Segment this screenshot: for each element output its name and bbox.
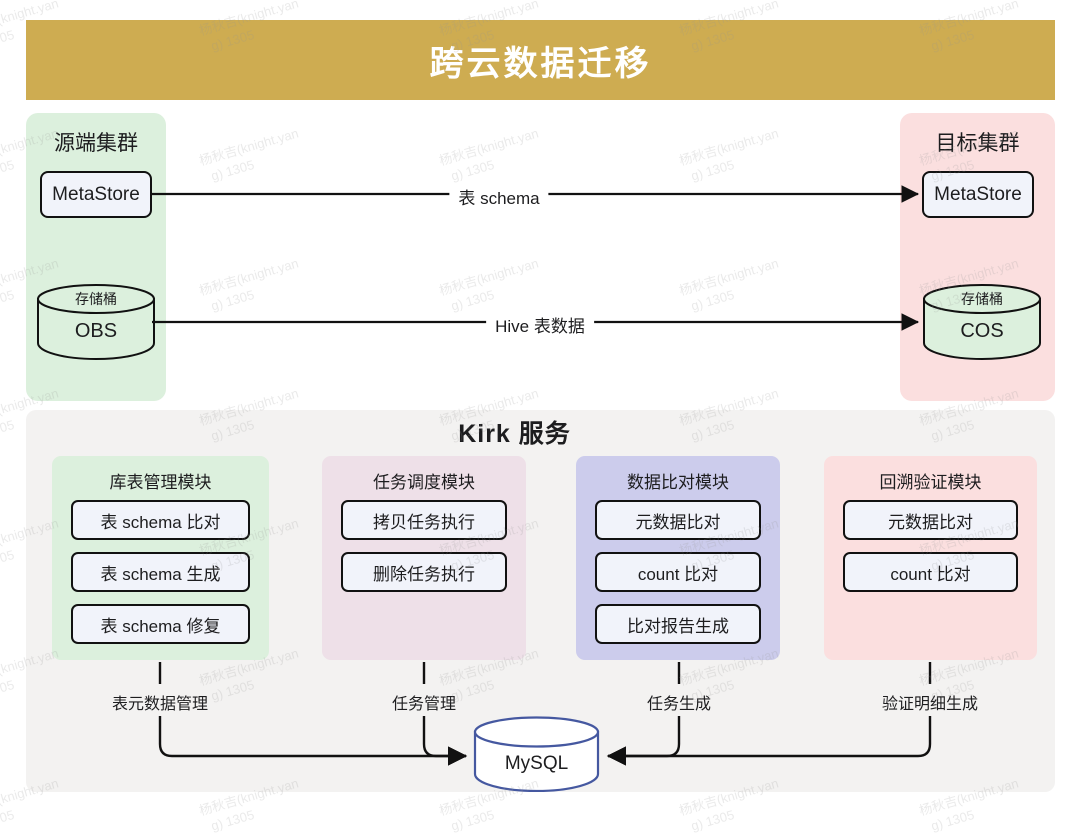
module-table-management[interactable]: 库表管理模块 表 schema 比对 表 schema 生成 表 schema …	[52, 456, 269, 660]
module-item[interactable]: 元数据比对	[595, 500, 761, 540]
target-metastore-label: MetaStore	[934, 183, 1022, 205]
mysql-database-label: MySQL	[504, 753, 569, 774]
module-traceback-validation[interactable]: 回溯验证模块 元数据比对 count 比对	[824, 456, 1037, 660]
mysql-database-node[interactable]: MySQL	[473, 716, 600, 793]
module-title: 任务调度模块	[373, 473, 475, 492]
module-item[interactable]: 比对报告生成	[595, 604, 761, 644]
module-data-comparison[interactable]: 数据比对模块 元数据比对 count 比对 比对报告生成	[576, 456, 780, 660]
module-item[interactable]: 元数据比对	[843, 500, 1018, 540]
target-bucket-node[interactable]: 存储桶 COS	[922, 283, 1042, 360]
module-item[interactable]: 表 schema 修复	[71, 604, 250, 644]
module-item[interactable]: count 比对	[595, 552, 761, 592]
target-metastore-node[interactable]: MetaStore	[922, 171, 1034, 218]
module-item[interactable]: 删除任务执行	[341, 552, 507, 592]
flow-label-schema: 表 schema	[449, 184, 549, 209]
module-title: 库表管理模块	[109, 473, 212, 492]
module-item[interactable]: 拷贝任务执行	[341, 500, 507, 540]
connector-label-task-generation: 任务生成	[646, 696, 712, 713]
module-item[interactable]: 表 schema 比对	[71, 500, 250, 540]
source-bucket-cap-label: 存储桶	[75, 291, 117, 307]
connector-label-validation-detail: 验证明细生成	[881, 696, 979, 713]
module-title: 数据比对模块	[627, 473, 729, 492]
module-db-connectors	[158, 662, 932, 766]
target-bucket-name: COS	[960, 320, 1004, 342]
module-title: 回溯验证模块	[879, 473, 982, 492]
module-item[interactable]: count 比对	[843, 552, 1018, 592]
kirk-service-title: Kirk 服务	[458, 420, 571, 448]
source-bucket-name: OBS	[74, 320, 118, 342]
flow-label-hive-data: Hive 表数据	[486, 312, 594, 337]
source-cluster-title: 源端集群	[54, 132, 138, 155]
source-bucket-node[interactable]: 存储桶 OBS	[36, 283, 156, 360]
source-metastore-label: MetaStore	[52, 183, 140, 205]
target-cluster-title: 目标集群	[935, 132, 1020, 155]
target-bucket-cap-label: 存储桶	[961, 291, 1003, 307]
connector-label-task-management: 任务管理	[391, 696, 457, 713]
page-title: 跨云数据迁移	[429, 44, 652, 83]
module-item[interactable]: 表 schema 生成	[71, 552, 250, 592]
connector-label-metadata-management: 表元数据管理	[111, 696, 209, 713]
page-title-banner: 跨云数据迁移	[26, 20, 1055, 100]
source-metastore-node[interactable]: MetaStore	[40, 171, 152, 218]
module-task-scheduling[interactable]: 任务调度模块 拷贝任务执行 删除任务执行	[322, 456, 526, 660]
